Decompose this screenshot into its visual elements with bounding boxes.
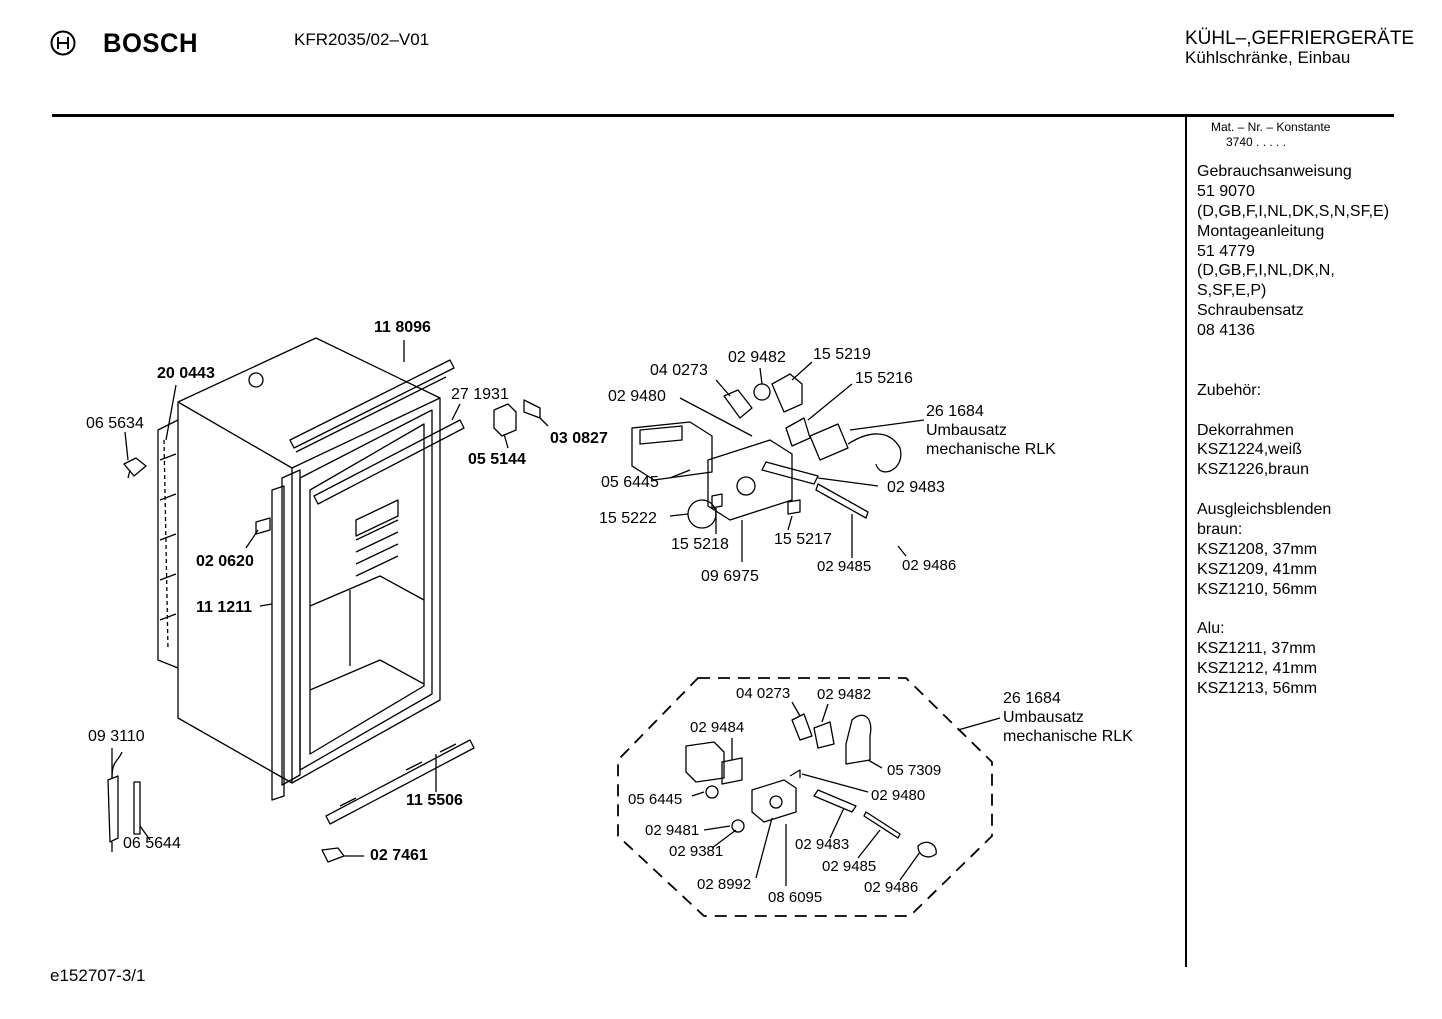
sidebar-line: KSZ1224,weiß (1197, 441, 1302, 459)
bosch-logo-icon (50, 30, 76, 56)
kit-label: 26 1684 Umbausatz mechanische RLK (1003, 689, 1133, 746)
sidebar-line: KSZ1209, 41mm (1197, 560, 1318, 578)
sidebar-line: 08 4136 (1197, 322, 1255, 340)
mat-value: 3740 . . . . . (1226, 135, 1287, 149)
kit-part-number: 26 1684 (926, 403, 984, 420)
clip-part (123, 457, 147, 479)
brand-name: BOSCH (103, 28, 199, 58)
category-title: KÜHL–,GEFRIERGERÄTE (1185, 28, 1415, 49)
part-label: 09 3110 (88, 728, 145, 745)
mat-label: Mat. – Nr. – Konstante (1211, 120, 1331, 134)
part-label: 15 5218 (671, 536, 729, 553)
kit-part-number: 26 1684 (1003, 690, 1061, 707)
sidebar-line: Zubehör: (1197, 381, 1262, 399)
part-label: 11 8096 (374, 319, 431, 336)
part-label: 11 1211 (196, 599, 253, 616)
sidebar-line: (D,GB,F,I,NL,DK,N, (1197, 262, 1335, 280)
sidebar-line: KSZ1212, 41mm (1197, 660, 1318, 678)
category-subtitle: Kühlschränke, Einbau (1185, 48, 1351, 67)
part-label: 02 9483 (887, 479, 945, 496)
sidebar-line: KSZ1210, 56mm (1197, 580, 1318, 598)
part-label: 06 5634 (86, 415, 144, 432)
part-label: 02 9482 (817, 686, 872, 703)
part-label: 05 7309 (887, 762, 942, 779)
part-label: 02 9480 (871, 787, 926, 804)
sidebar-info: Gebrauchsanweisung 51 9070 (D,GB,F,I,NL,… (1197, 162, 1389, 699)
sidebar-line: braun: (1197, 521, 1243, 539)
sidebar-line: 51 4779 (1197, 242, 1255, 260)
kit-name-line2: mechanische RLK (1003, 728, 1133, 745)
part-label: 02 9381 (669, 843, 724, 860)
part-label: 15 5216 (855, 370, 913, 387)
sidebar-line: KSZ1226,braun (1197, 461, 1310, 479)
sidebar-line: KSZ1208, 37mm (1197, 540, 1318, 558)
part-label: 02 9486 (864, 879, 919, 896)
sidebar-line: S,SF,E,P) (1197, 282, 1267, 300)
part-label: 15 5219 (813, 346, 871, 363)
part-label: 27 1931 (451, 386, 509, 403)
model-number: KFR2035/02–V01 (294, 30, 430, 49)
sidebar-line: 51 9070 (1197, 182, 1255, 200)
part-label: 02 9480 (608, 388, 666, 405)
sidebar-divider (1185, 117, 1187, 967)
sidebar-line: Ausgleichsblenden (1197, 501, 1332, 519)
part-label: 05 6445 (628, 791, 683, 808)
sidebar-line: Montageanleitung (1197, 222, 1325, 240)
part-label: 04 0273 (736, 685, 791, 702)
kit-label: 26 1684 Umbausatz mechanische RLK (926, 402, 1056, 459)
part-label: 11 5506 (406, 792, 463, 809)
sidebar-line: KSZ1213, 56mm (1197, 680, 1318, 698)
part-label: 15 5222 (599, 510, 657, 527)
sidebar-line: Dekorrahmen (1197, 421, 1294, 439)
part-label: 02 9483 (795, 836, 850, 853)
part-label: 02 9486 (902, 557, 957, 574)
part-label: 02 9481 (645, 822, 700, 839)
kit-outline (617, 677, 993, 917)
thermostat-assembly (631, 373, 902, 529)
part-label: 02 0620 (196, 553, 254, 570)
part-label: 15 5217 (774, 531, 832, 548)
part-label: 02 7461 (370, 847, 428, 864)
part-label: 08 6095 (768, 889, 823, 906)
sidebar-line: Schraubensatz (1197, 302, 1304, 320)
part-label: 02 8992 (697, 876, 752, 893)
sidebar-line: Alu: (1197, 620, 1225, 638)
part-label: 03 0827 (550, 430, 608, 447)
part-label: 02 9482 (728, 349, 786, 366)
part-label: 05 5144 (468, 451, 526, 468)
part-label: 05 6445 (601, 474, 659, 491)
part-label: 20 0443 (157, 365, 215, 382)
sidebar-line: KSZ1211, 37mm (1197, 640, 1316, 658)
cabinet-drawing (157, 337, 465, 801)
kit-name-line2: mechanische RLK (926, 441, 1056, 458)
sidebar-line: (D,GB,F,I,NL,DK,S,N,SF,E) (1197, 202, 1390, 220)
part-label: 02 9484 (690, 719, 745, 736)
drawing-code: e152707-3/1 (50, 966, 146, 985)
part-label: 02 9485 (817, 558, 872, 575)
part-label: 04 0273 (650, 362, 708, 379)
kit-name-line1: Umbausatz (926, 422, 1007, 439)
part-label: 02 9485 (822, 858, 877, 875)
part-label: 09 6975 (701, 568, 759, 585)
part-label: 06 5644 (123, 835, 181, 852)
kit-parts-drawing (685, 713, 937, 858)
kit-name-line1: Umbausatz (1003, 709, 1084, 726)
sidebar-line: Gebrauchsanweisung (1197, 163, 1352, 180)
header-divider (52, 114, 1394, 117)
